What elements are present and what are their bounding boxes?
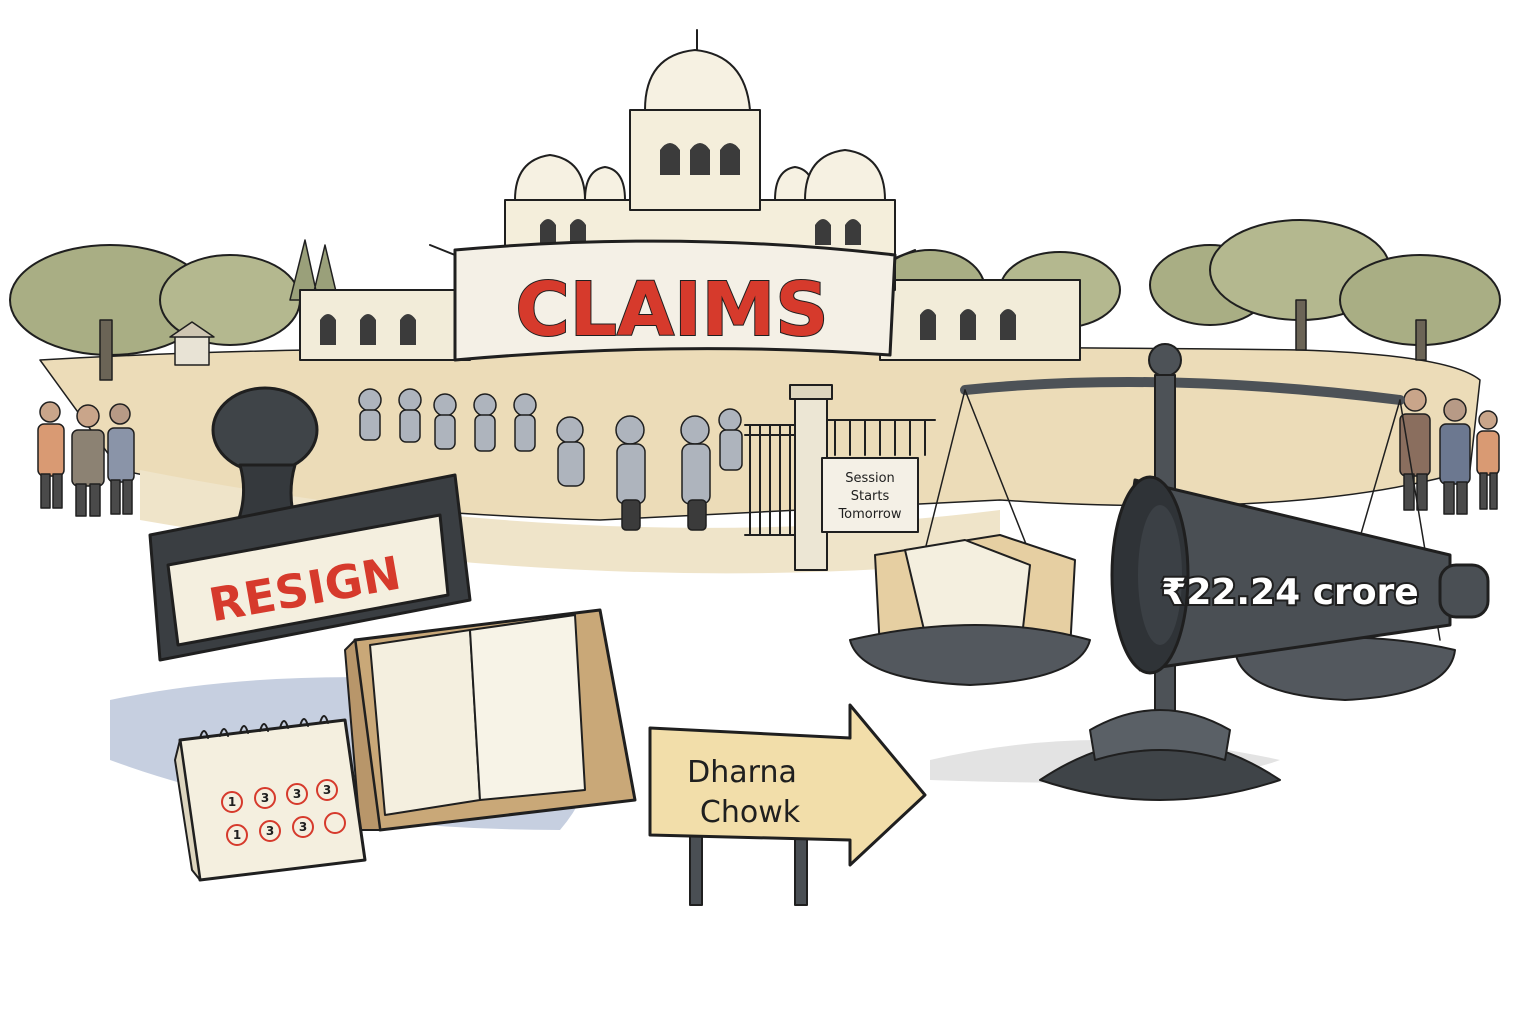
calendar-number: 3: [266, 824, 274, 838]
calendar-number: 1: [228, 795, 236, 809]
trees-right: [874, 219, 1501, 361]
session-sign: Session Starts Tomorrow: [821, 457, 919, 533]
guard-booth: [174, 334, 210, 366]
trees-left: [9, 239, 339, 381]
calendar: 1 3 3 3 3 3 1: [174, 715, 367, 882]
main-dome: [644, 49, 751, 111]
session-sign-line1: Session: [845, 471, 895, 486]
left-scale-pan: [849, 624, 1091, 686]
people-right: [1399, 388, 1500, 515]
calendar-number: 3: [293, 787, 301, 801]
signpost-line2: Chowk: [700, 795, 801, 830]
signpost-line1: Dharna: [687, 755, 797, 790]
calendar-number: 3: [299, 820, 307, 834]
calendar-number: 3: [323, 783, 331, 797]
dharna-chowk-signpost: Dharna Chowk: [648, 703, 927, 906]
folder: [344, 608, 637, 832]
session-sign-line3: Tomorrow: [837, 507, 901, 522]
claims-banner: CLAIMS: [429, 239, 916, 362]
session-sign-line2: Starts: [851, 489, 890, 504]
banner-text: CLAIMS: [515, 267, 828, 353]
resign-stamp: RESIGN: [148, 386, 472, 662]
calendar-number: 1: [233, 828, 241, 842]
motorcycle-crowd: [358, 388, 743, 531]
scales-of-justice: [849, 343, 1456, 801]
megaphone: ₹22.24 crore: [1110, 475, 1490, 675]
calendar-number: 3: [261, 791, 269, 805]
people-left: [37, 401, 135, 517]
megaphone-amount: ₹22.24 crore: [1161, 572, 1418, 613]
